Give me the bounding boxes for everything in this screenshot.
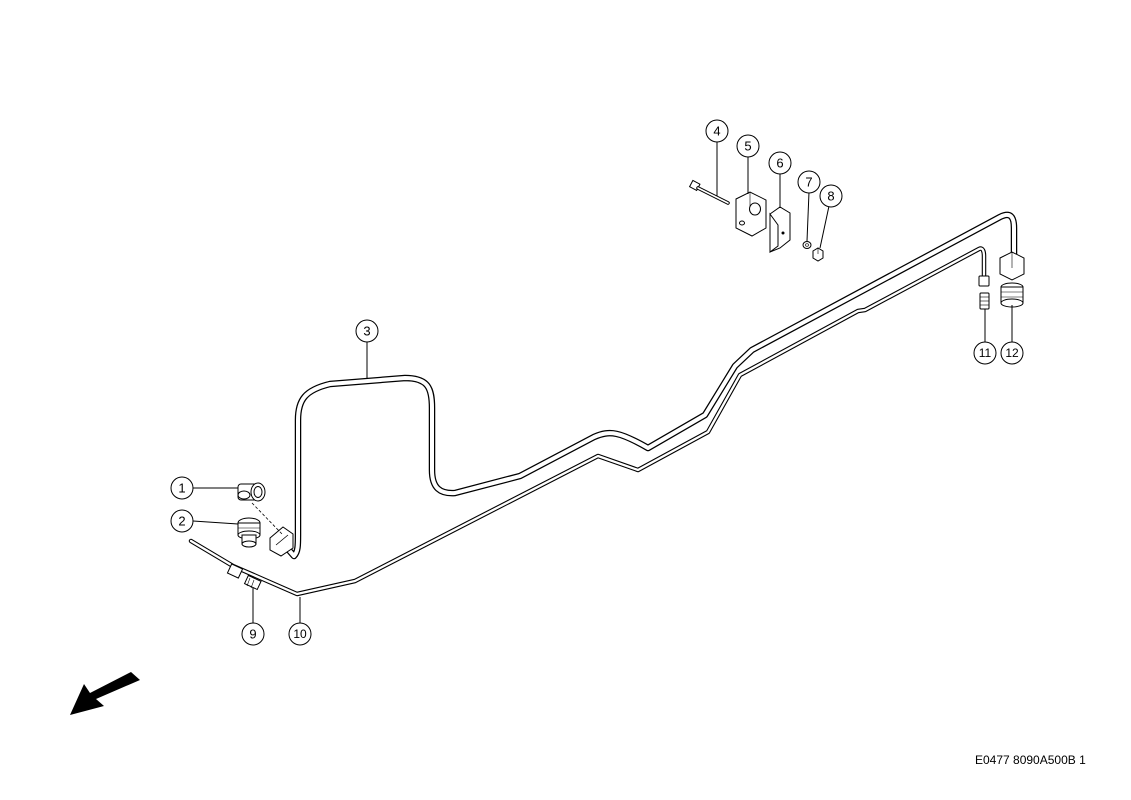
callout-7: 7 (797, 170, 821, 194)
part-7-washer (802, 241, 812, 249)
callout-1: 1 (170, 476, 194, 500)
svg-text:5: 5 (744, 139, 751, 154)
svg-text:10: 10 (293, 627, 307, 641)
svg-text:1: 1 (178, 481, 185, 496)
callout-10: 10 (288, 622, 312, 646)
svg-text:3: 3 (363, 324, 370, 339)
pipe-10-end-fittings (226, 563, 262, 591)
arrow-icon (70, 672, 140, 715)
part-5-clamp-block (735, 191, 767, 237)
callout-8: 8 (819, 184, 843, 208)
callout-6: 6 (768, 151, 792, 175)
drawing-reference-code: E0477 8090A500B 1 (975, 753, 1086, 767)
part-4-bolt (688, 179, 730, 205)
svg-text:12: 12 (1005, 346, 1019, 360)
pipe-10 (188, 246, 987, 597)
callout-3: 3 (355, 319, 379, 343)
part-1-elbow-fitting (237, 482, 284, 536)
callout-4: 4 (705, 119, 729, 143)
svg-text:4: 4 (713, 124, 720, 139)
svg-text:2: 2 (178, 514, 185, 529)
part-8-nut (812, 247, 824, 262)
callout-9: 9 (241, 622, 265, 646)
svg-text:11: 11 (979, 346, 992, 360)
part-11-fitting (978, 275, 990, 310)
svg-text:8: 8 (827, 189, 834, 204)
pipe-3-nut (269, 526, 294, 557)
callout-12: 12 (1000, 341, 1024, 365)
part-6-bracket (769, 206, 791, 253)
callout-11: 11 (973, 341, 997, 365)
part-2-adapter (237, 517, 261, 548)
callout-5: 5 (736, 134, 760, 158)
svg-text:9: 9 (249, 627, 256, 642)
part-12-adapter (999, 251, 1025, 308)
pipe-3 (283, 211, 1018, 560)
leader-lines (192, 142, 1013, 624)
svg-text:7: 7 (805, 175, 812, 190)
svg-text:6: 6 (776, 156, 783, 171)
callout-2: 2 (170, 509, 194, 533)
